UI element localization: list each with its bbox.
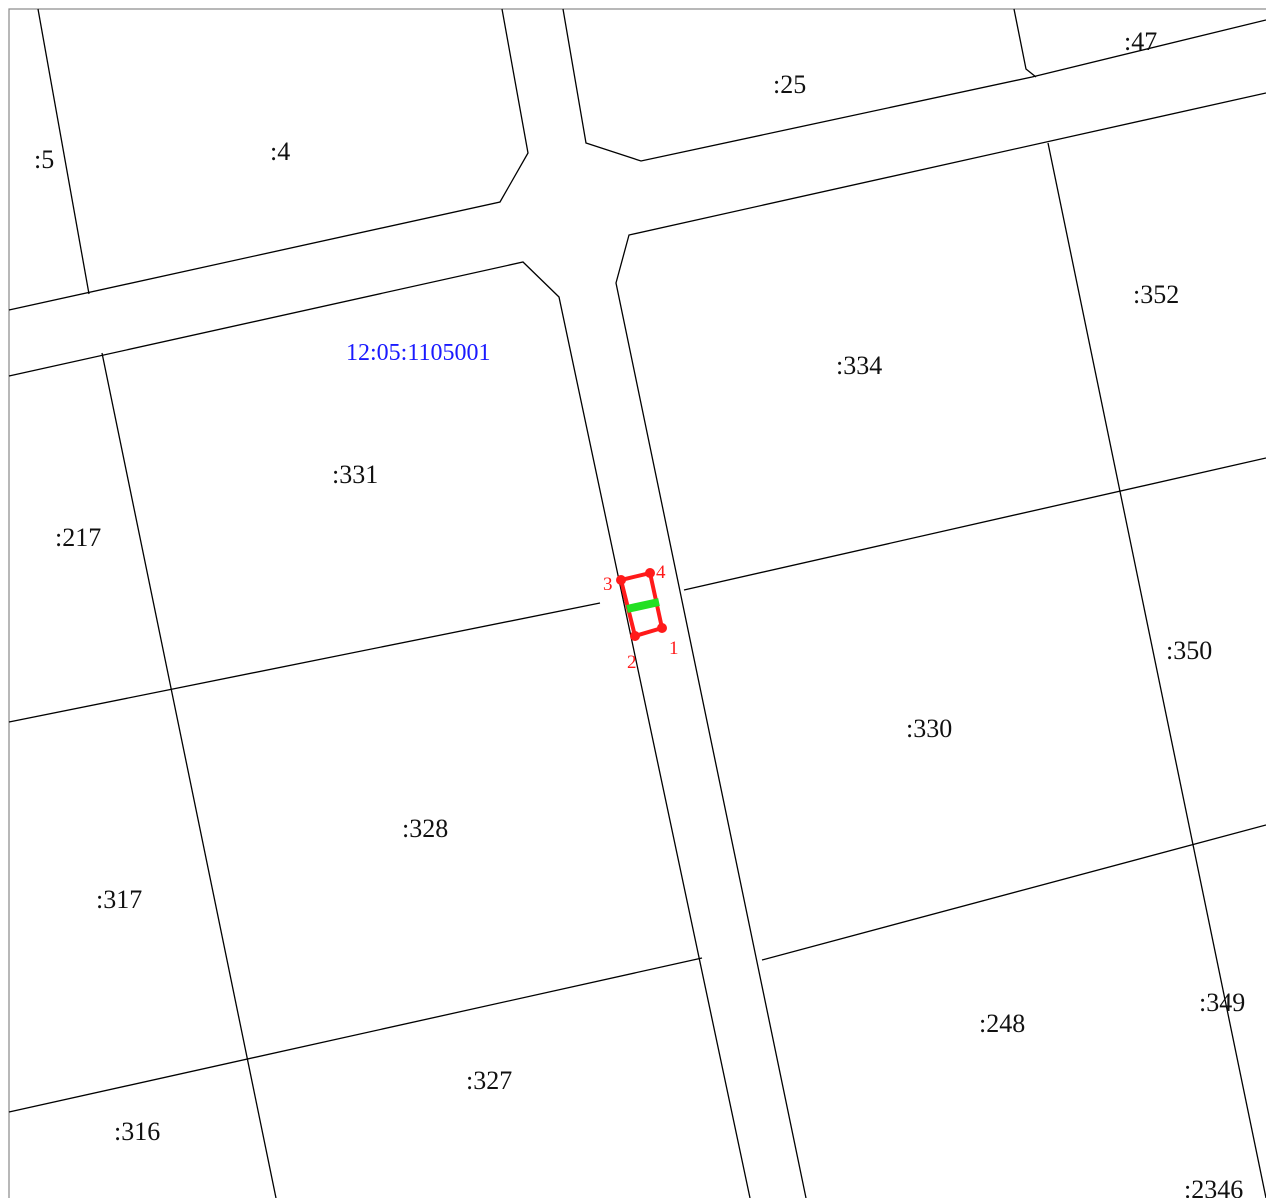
parcel-label-327: :327 (466, 1066, 512, 1095)
parcel-label-334: :334 (836, 351, 882, 380)
vertex-label-1: 1 (669, 638, 679, 659)
parcel-label-248: :248 (979, 1009, 1025, 1038)
parcel-label-350: :350 (1166, 636, 1212, 665)
vertex-label-3: 3 (603, 574, 613, 595)
parcel-label-349: :349 (1199, 988, 1245, 1017)
block-number-label: 12:05:1105001 (346, 340, 490, 366)
parcel-label-316: :316 (114, 1117, 160, 1146)
boundary-parcel-334-330 (683, 457, 1266, 591)
parcel-label-2346: :2346 (1184, 1175, 1243, 1198)
parcel-label-217: :217 (55, 523, 101, 552)
boundary-parcel-331 (101, 352, 277, 1198)
boundary-street-east (615, 92, 1266, 1198)
parcel-label-317: :317 (96, 885, 142, 914)
parcel-label-47: :47 (1124, 27, 1157, 56)
parcel-label-331: :331 (332, 460, 378, 489)
parcel-label-5: :5 (34, 145, 54, 174)
target-parcel[interactable]: 1 2 3 4 (603, 562, 679, 673)
boundary-street-north (8, 261, 751, 1198)
vertex-label-4: 4 (656, 562, 666, 583)
parcel-label-330: :330 (906, 714, 952, 743)
vertex-3-marker[interactable] (616, 575, 626, 585)
boundary-parcel-331-328 (8, 602, 601, 723)
parcel-label-25: :25 (773, 70, 806, 99)
vertex-1-marker[interactable] (657, 623, 667, 633)
boundary-parcel-25-47 (1013, 8, 1037, 78)
boundary-parcel-352 (1047, 142, 1266, 1198)
boundary-parcel-4 (8, 8, 529, 311)
parcel-label-352: :352 (1133, 280, 1179, 309)
boundary-parcel-330-248 (761, 824, 1266, 961)
boundary-parcel-25 (562, 8, 1266, 162)
parcel-label-328: :328 (402, 814, 448, 843)
target-parcel-segment (626, 598, 660, 613)
boundary-parcel-328-327 (8, 957, 703, 1113)
parcel-boundaries (8, 8, 1266, 1198)
vertex-4-marker[interactable] (645, 568, 655, 578)
vertex-2-marker[interactable] (630, 631, 640, 641)
parcel-labels: :5 :4 :25 :47 :352 :334 :331 :217 :350 :… (34, 27, 1245, 1198)
parcel-label-4: :4 (270, 137, 290, 166)
map-frame (8, 8, 1266, 1198)
vertex-label-2: 2 (627, 652, 637, 673)
boundary-parcel-4 (37, 8, 90, 295)
